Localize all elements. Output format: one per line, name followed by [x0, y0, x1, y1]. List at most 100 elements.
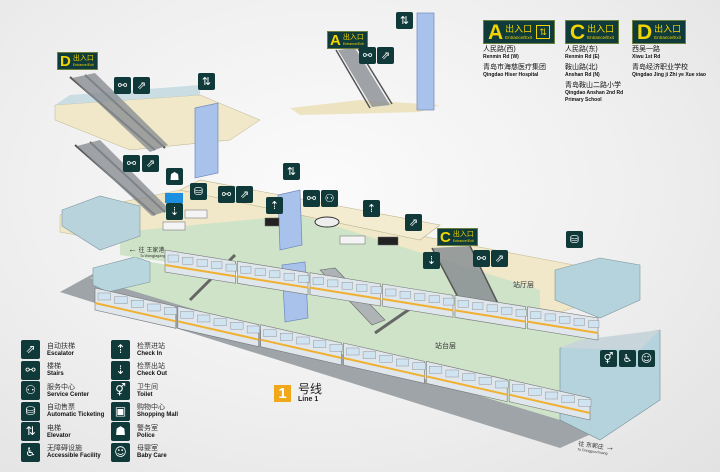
- direction-west: ← 往 王家港 To Wangjiagang: [128, 244, 165, 258]
- train-window: [130, 300, 144, 308]
- escalator-icon[interactable]: ⇗: [142, 155, 159, 172]
- train-window: [356, 284, 368, 292]
- ticket-machine: [165, 193, 183, 203]
- train-window: [428, 295, 440, 303]
- escalator-icon[interactable]: ⇗: [377, 47, 394, 64]
- train-stripe: [177, 320, 259, 341]
- train-stripe: [343, 357, 425, 378]
- train-window: [313, 340, 327, 348]
- legend-label-en: Police: [137, 432, 155, 439]
- train-window: [346, 347, 360, 356]
- destination-en: Xiwu 1st Rd: [632, 54, 661, 60]
- train-stripe: [508, 393, 591, 414]
- escalator-icon[interactable]: ⇗: [405, 214, 422, 231]
- toilet-icon[interactable]: ⚥: [600, 350, 617, 367]
- police-icon: ☗: [111, 422, 130, 441]
- legend-label-cn: 服务中心: [47, 383, 75, 391]
- train-window: [312, 277, 324, 285]
- train-window: [399, 291, 411, 299]
- train-window: [472, 302, 484, 310]
- train-window: [283, 272, 295, 281]
- check-in-icon[interactable]: ⇡: [363, 200, 380, 217]
- train-window: [412, 362, 426, 370]
- check-in-icon: ⇡: [111, 340, 130, 359]
- stairs-icon[interactable]: ⚯: [114, 77, 131, 94]
- destination-cn: 人民路(东): [565, 46, 598, 53]
- elevator-icon[interactable]: ⇅: [198, 73, 215, 90]
- train-window: [263, 329, 277, 337]
- legend-label-cn: 卫生间: [137, 383, 158, 391]
- train-window: [298, 275, 310, 283]
- train-window: [329, 344, 343, 352]
- ticketing-icon[interactable]: ⛁: [566, 231, 583, 248]
- train-window: [196, 259, 208, 267]
- legend-label-cn: 楼梯: [47, 363, 61, 370]
- legend-label-cn: 自动售票: [47, 404, 75, 411]
- train-window: [211, 261, 223, 269]
- exit-a-destinations: 人民路(西) Renmin Rd (W) 青岛市海慈医疗集团 Qingdao H…: [483, 46, 546, 79]
- legend-label-en: Check In: [137, 350, 163, 357]
- escalator-d-lower: [74, 140, 170, 216]
- line-en: Line 1: [298, 396, 319, 403]
- check-out-icon[interactable]: ⇣: [166, 203, 183, 220]
- accessible-icon[interactable]: ♿: [619, 350, 636, 367]
- accessible-icon: ♿: [21, 442, 40, 462]
- baby-care-icon[interactable]: ☺: [638, 350, 655, 367]
- exit-letter: A: [488, 20, 504, 44]
- train-window: [180, 311, 194, 319]
- check-in-icon[interactable]: ⇡: [266, 197, 283, 214]
- elevator-icon: ⇅: [536, 25, 551, 39]
- escalator-icon[interactable]: ⇗: [491, 250, 508, 267]
- train-window: [486, 304, 498, 313]
- train-window: [240, 266, 252, 274]
- train-window: [164, 307, 177, 315]
- direction-west-cn: 往 王家港: [138, 248, 165, 254]
- escalator-icon[interactable]: ⇗: [133, 77, 150, 94]
- legend-label-en: Toilet: [137, 391, 153, 398]
- legend-label-en: Automatic Ticketing: [47, 412, 105, 418]
- destination-cn: 青岛鞍山二路小学: [565, 82, 621, 89]
- train-window: [197, 314, 211, 323]
- destination-cn: 人民路(西): [483, 46, 516, 53]
- ticketing-icon[interactable]: ⛁: [190, 183, 207, 200]
- destination-en: Renmin Rd (W): [483, 54, 519, 60]
- destination-en: Qingdao Hiser Hospital: [483, 72, 539, 78]
- stairs-icon[interactable]: ⚯: [303, 190, 320, 207]
- train-window: [280, 333, 293, 341]
- train-window: [578, 399, 592, 407]
- check-out-icon[interactable]: ⇣: [423, 252, 440, 269]
- legend-label-en: Baby Care: [137, 453, 167, 459]
- train-window: [213, 318, 227, 326]
- stairs-icon[interactable]: ⚯: [359, 47, 376, 64]
- direction-west-en: To Wangjiagang: [140, 254, 165, 258]
- police-icon[interactable]: ☗: [166, 168, 183, 185]
- stairs-icon[interactable]: ⚯: [218, 186, 235, 203]
- destination-en: Qingdao Jing ji Zhi ye Xue xiao: [632, 72, 706, 78]
- arrow-left-icon: ←: [128, 244, 137, 254]
- legend-label-cn: 自动扶梯: [47, 342, 75, 350]
- stairs-icon[interactable]: ⚯: [123, 155, 140, 172]
- train-stripe: [309, 286, 381, 300]
- check-out-icon: ⇣: [111, 360, 130, 380]
- train-window: [385, 288, 397, 297]
- train-window: [182, 257, 194, 265]
- elevator-icon[interactable]: ⇅: [396, 12, 413, 29]
- shopping-icon: ▣: [111, 401, 130, 421]
- destination-en: Qingdao Anshan 2nd Rd Primary School: [565, 90, 624, 103]
- legend-label-en: Stairs: [47, 371, 64, 377]
- legend-label-en: Escalator: [47, 350, 75, 357]
- elevator-icon[interactable]: ⇅: [283, 163, 300, 180]
- escalator-icon[interactable]: ⇗: [236, 186, 253, 203]
- service-center-icon[interactable]: ⚇: [321, 190, 338, 207]
- stairs-icon[interactable]: ⚯: [473, 250, 490, 267]
- train-window: [478, 377, 492, 385]
